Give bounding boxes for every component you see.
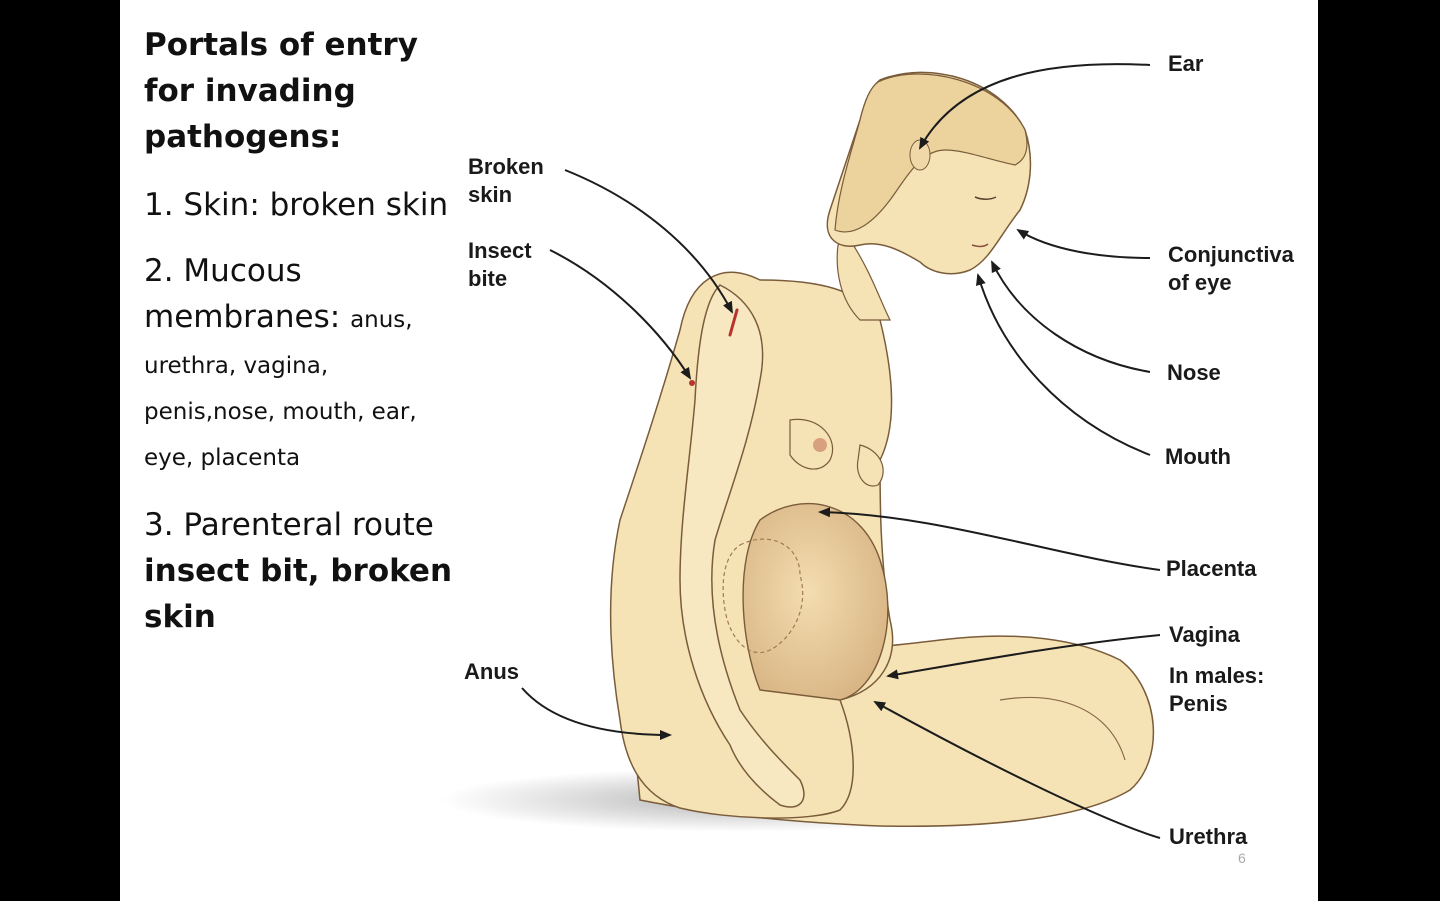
slide: Portals of entry for invading pathogens:… <box>120 0 1318 901</box>
point-parenteral-heading: 3. Parenteral route <box>144 507 434 543</box>
label-anus: Anus <box>464 659 519 684</box>
neck-shape <box>836 239 891 321</box>
label-ear: Ear <box>1168 51 1204 76</box>
arrow-conjunctiva <box>1016 228 1151 259</box>
label-broken-skin-text: Broken skin <box>468 154 544 207</box>
arrow-placenta <box>818 507 1161 571</box>
point-mucous-heading: 2. Mucous membranes: <box>144 253 341 335</box>
arrow-vagina <box>886 634 1161 680</box>
arrow-ear <box>919 63 1151 150</box>
point-parenteral-detail: insect bit, broken skin <box>144 553 453 635</box>
label-in-males-text: In males: Penis <box>1169 663 1265 716</box>
nipple-mark <box>813 438 827 452</box>
label-conjunctiva-text: Conjunctiva of eye <box>1168 242 1294 295</box>
mouth-line <box>971 243 989 248</box>
label-mouth: Mouth <box>1165 444 1231 469</box>
label-broken-skin: Broken skin <box>468 153 544 209</box>
broken-skin-wound <box>728 308 739 337</box>
eye-line <box>974 196 997 200</box>
arrow-mouth <box>976 273 1151 456</box>
arrow-urethra <box>873 701 1161 839</box>
arrow-insect-bite <box>549 249 692 380</box>
point-mucous-detail: anus, urethra, vagina, penis,nose, mouth… <box>144 307 417 471</box>
belly-shape <box>742 502 889 701</box>
label-nose: Nose <box>1167 360 1221 385</box>
label-urethra: Urethra <box>1169 824 1248 849</box>
arrow-nose <box>991 260 1151 373</box>
breast-2-shape <box>856 444 884 487</box>
label-conjunctiva: Conjunctiva of eye <box>1168 241 1294 297</box>
fetus-outline <box>722 538 804 654</box>
knee-line <box>999 696 1126 761</box>
breast-shape <box>789 418 834 470</box>
insect-bite-mark <box>689 380 695 386</box>
label-placenta: Placenta <box>1166 556 1257 581</box>
label-insect-bite-text: Insect bite <box>468 238 532 291</box>
ear-shape <box>909 139 931 171</box>
arrow-broken-skin <box>564 169 733 314</box>
label-in-males: In males: Penis <box>1169 662 1264 718</box>
text-panel: Portals of entry for invading pathogens:… <box>144 22 464 640</box>
point-skin: 1. Skin: broken skin <box>144 187 449 223</box>
page-number: 6 <box>1238 850 1246 866</box>
label-vagina: Vagina <box>1169 622 1240 647</box>
figure-illustration <box>440 63 1161 839</box>
slide-title: Portals of entry for invading pathogens: <box>144 27 418 155</box>
arm-shape <box>679 284 805 808</box>
label-insect-bite: Insect bite <box>468 237 532 293</box>
arrow-anus <box>521 687 672 740</box>
point-mucous-membranes: 2. Mucous membranes: anus, urethra, vagi… <box>144 248 464 478</box>
